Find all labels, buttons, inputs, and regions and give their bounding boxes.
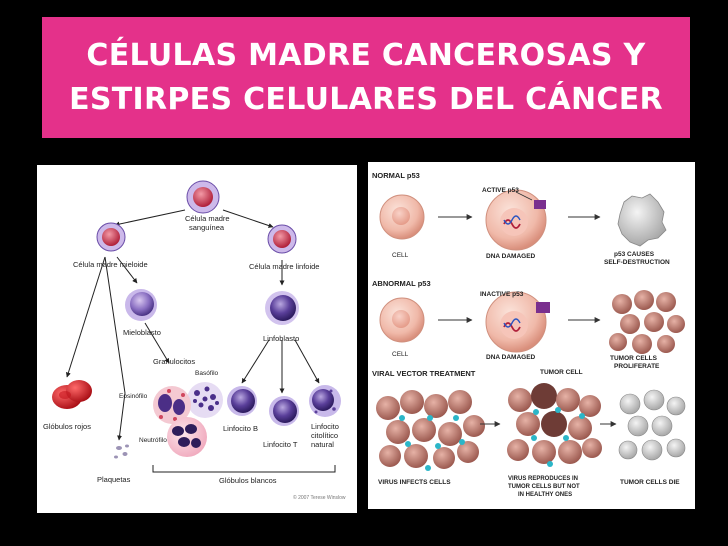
platelets	[114, 444, 129, 459]
label-myeloblast: Mieloblasto	[123, 328, 161, 337]
title-line-1: CÉLULAS MADRE CANCEROSAS Y	[86, 37, 646, 73]
dna-damaged-cell-2	[485, 291, 550, 353]
label-proliferate-1: TUMOR CELLS	[610, 355, 658, 362]
label-stem-2: sanguínea	[189, 223, 225, 232]
label-nk-cell-1: Linfocito	[311, 422, 339, 431]
red-blood-cells	[52, 380, 92, 409]
self-destructed-cell	[617, 193, 667, 247]
label-nk-cell-2: citolítico	[311, 431, 338, 440]
hematopoiesis-svg: Célula madre sanguínea Célula madre miel…	[43, 180, 346, 501]
label-cell-2: CELL	[392, 351, 409, 358]
label-basophil: Basófilo	[195, 370, 219, 377]
lymphoid-stem-cell	[267, 224, 297, 254]
label-self-destruct-1: p53 CAUSES	[614, 251, 655, 258]
b-lymphocyte	[227, 386, 257, 416]
title-line-2: ESTIRPES CELULARES DEL CÁNCER	[69, 81, 663, 117]
basophil-cell	[187, 382, 223, 418]
hematopoiesis-diagram: Célula madre sanguínea Célula madre miel…	[37, 165, 357, 513]
label-inactive-p53: INACTIVE p53	[480, 291, 524, 298]
dying-tumor-cells	[618, 389, 686, 461]
abnormal-cell-nucleus	[392, 310, 410, 328]
lymphoblast-cell	[265, 291, 299, 325]
t-lymphocyte	[269, 396, 299, 426]
title-banner: CÉLULAS MADRE CANCEROSAS Y ESTIRPES CELU…	[42, 17, 690, 138]
label-abnormal-p53: ABNORMAL p53	[372, 279, 431, 288]
label-platelets: Plaquetas	[97, 475, 131, 484]
label-virus-reproduces-3: IN HEALTHY ONES	[518, 492, 572, 498]
nk-lymphocyte	[309, 385, 341, 417]
label-lymphoblast: Linfoblasto	[263, 334, 299, 343]
myeloblast-cell	[125, 289, 157, 321]
label-tumor-die: TUMOR CELLS DIE	[620, 479, 680, 486]
label-white-cells: Glóbulos blancos	[219, 476, 277, 485]
neutrophil-cell	[167, 417, 207, 457]
label-dna-damaged-2: DNA DAMAGED	[486, 354, 536, 361]
label-neutrophil: Neutrófilo	[139, 437, 167, 444]
proliferating-tumor-cells	[609, 290, 685, 354]
label-self-destruct-2: SELF-DESTRUCTION	[604, 259, 670, 266]
label-nk-cell-3: natural	[311, 440, 334, 449]
label-b-cell: Linfocito B	[223, 424, 258, 433]
myeloid-stem-cell	[96, 222, 126, 252]
virus-infected-cells	[376, 390, 485, 471]
eosinophil-cell	[153, 386, 191, 424]
dna-damaged-cell-1	[485, 189, 547, 251]
label-proliferate-2: PROLIFERATE	[614, 363, 660, 370]
label-stem-1: Célula madre	[185, 214, 230, 223]
label-t-cell: Linfocito T	[263, 440, 298, 449]
label-tumor-cell: TUMOR CELL	[540, 369, 583, 376]
label-dna-damaged-1: DNA DAMAGED	[486, 253, 536, 260]
p53-diagram: NORMAL p53 CELL ACTIVE p53 DNA DAMAGED p…	[368, 162, 695, 509]
copyright-note: © 2007 Terese Winslow	[293, 494, 346, 501]
lineage-arrows	[65, 209, 336, 473]
label-active-p53: ACTIVE p53	[482, 187, 519, 194]
label-normal-p53: NORMAL p53	[372, 171, 420, 180]
label-eosinophil: Eosinófilo	[119, 393, 148, 400]
label-myeloid-stem: Célula madre mieloide	[73, 260, 148, 269]
normal-cell-nucleus	[392, 207, 410, 225]
label-granulocytes: Granulocitos	[153, 357, 195, 366]
label-virus-infects: VIRUS INFECTS CELLS	[378, 479, 451, 486]
label-virus-reproduces-2: TUMOR CELLS BUT NOT	[508, 484, 580, 490]
label-viral-treatment: VIRAL VECTOR TREATMENT	[372, 369, 476, 378]
label-virus-reproduces-1: VIRUS REPRODUCES IN	[508, 476, 578, 482]
p53-svg: NORMAL p53 CELL ACTIVE p53 DNA DAMAGED p…	[372, 171, 686, 498]
active-pointer	[515, 191, 533, 201]
label-lymphoid-stem: Célula madre linfoide	[249, 262, 319, 271]
label-cell-1: CELL	[392, 252, 409, 259]
blood-stem-cell	[186, 180, 220, 214]
label-red-cells: Glóbulos rojos	[43, 422, 91, 431]
virus-reproducing-cells	[507, 383, 602, 467]
